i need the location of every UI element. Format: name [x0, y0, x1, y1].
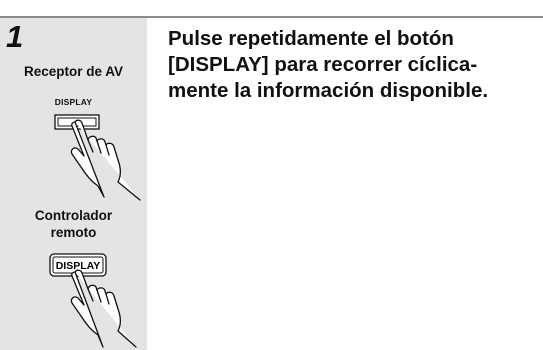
receiver-button-caption: DISPLAY: [54, 97, 93, 107]
hand-pointer-icon: [70, 119, 141, 201]
remote-label: Controlador remoto: [34, 208, 113, 240]
hand-pointer-icon: [70, 269, 137, 348]
step-number: 1: [6, 19, 24, 54]
step-instruction: Pulse repetidamente el botón [DISPLAY] p…: [168, 27, 489, 102]
receiver-display-button-illustration: [54, 114, 141, 201]
remote-button-text: DISPLAY: [56, 260, 101, 272]
receiver-label: Receptor de AV: [23, 64, 124, 79]
top-rule: [0, 16, 543, 18]
remote-display-button-illustration: DISPLAY: [49, 253, 137, 348]
